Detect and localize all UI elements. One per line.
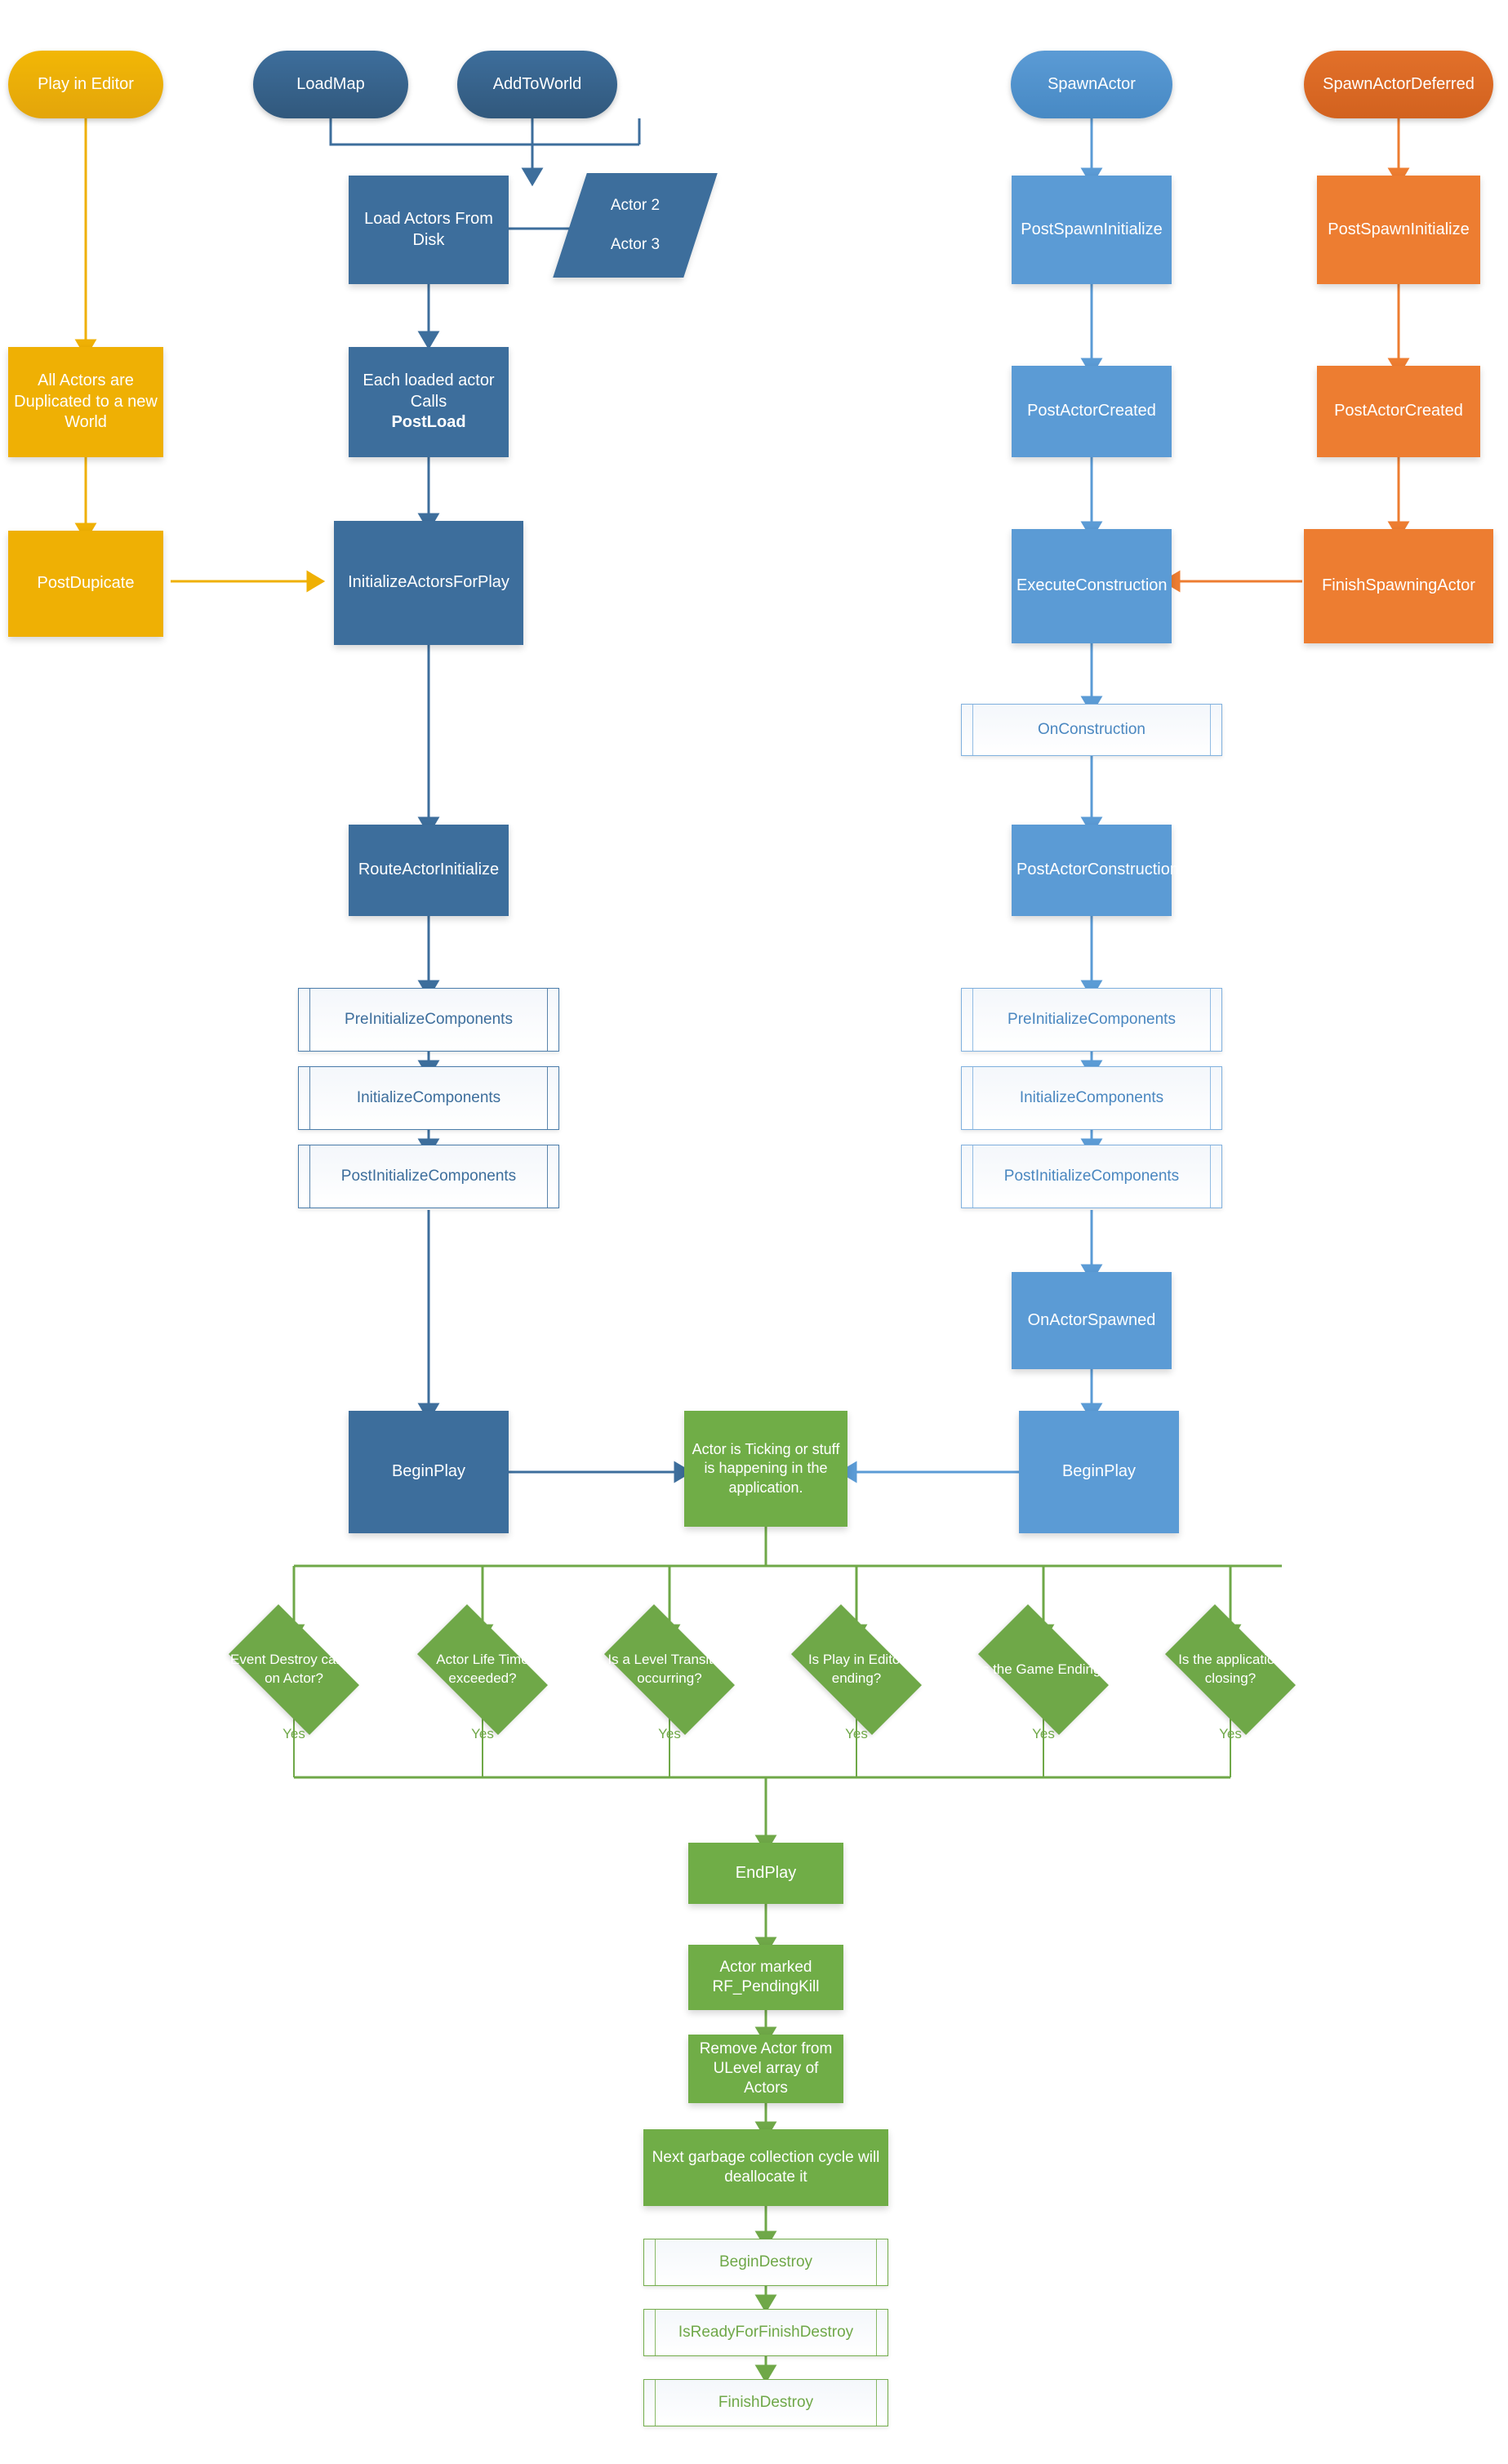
yes-label-event-destroy: Yes — [282, 1726, 305, 1741]
process-end-play[interactable]: EndPlay — [688, 1843, 843, 1904]
process-post-dupicate[interactable]: PostDupicate — [8, 531, 163, 637]
process-post-spawn-initialize-orange-label: PostSpawnInitialize — [1328, 220, 1470, 238]
start-load-map[interactable]: LoadMap — [253, 51, 408, 118]
process-each-loaded-actor-postload-label: Each loaded actor Calls PostLoad — [354, 371, 504, 434]
start-load-map-label: LoadMap — [296, 74, 365, 93]
process-finish-spawning-actor-label: FinishSpawningActor — [1322, 576, 1475, 595]
process-initialize-actors-for-play[interactable]: InitializeActorsForPlay — [334, 521, 523, 645]
predefined-post-initialize-components-right-label: PostInitializeComponents — [1003, 1167, 1180, 1185]
start-spawn-actor-deferred[interactable]: SpawnActorDeferred — [1304, 51, 1493, 118]
predefined-is-ready-for-finish-destroy[interactable]: IsReadyForFinishDestroy — [643, 2309, 888, 2356]
decision-play-in-editor-ending-label: Is Play in Editor ending? — [807, 1652, 905, 1686]
decision-level-transition-label: Is a Level Transition occurring? — [607, 1652, 732, 1686]
predefined-pre-initialize-components-right[interactable]: PreInitializeComponents — [961, 988, 1222, 1052]
actor-list-line-4: … — [627, 275, 643, 293]
predefined-post-initialize-components-left-label: PostInitializeComponents — [340, 1167, 517, 1185]
process-all-actors-duplicated-label: All Actors are Duplicated to a new World — [14, 371, 158, 432]
predefined-begin-destroy[interactable]: BeginDestroy — [643, 2239, 888, 2286]
start-add-to-world-label: AddToWorld — [492, 74, 582, 93]
process-post-actor-created-orange[interactable]: PostActorCreated — [1317, 366, 1480, 457]
process-finish-spawning-actor[interactable]: FinishSpawningActor — [1304, 529, 1493, 643]
postload-prefix: Each loaded actor Calls — [363, 371, 495, 411]
decision-application-closing-label: Is the application closing? — [1178, 1652, 1283, 1686]
actor-list-line-1: Actor 1 — [610, 156, 661, 174]
process-execute-construction-label: ExecuteConstruction — [1016, 576, 1168, 595]
predefined-on-construction[interactable]: OnConstruction — [961, 704, 1222, 756]
predefined-finish-destroy-label: FinishDestroy — [718, 2393, 814, 2411]
predefined-post-initialize-components-left[interactable]: PostInitializeComponents — [298, 1145, 559, 1208]
process-post-actor-created-blue[interactable]: PostActorCreated — [1012, 366, 1172, 457]
process-next-gc-cycle-label: Next garbage collection cycle will deall… — [652, 2148, 880, 2186]
process-actor-marked-pendingkill-label: Actor marked RF_PendingKill — [712, 1958, 820, 1995]
predefined-initialize-components-right[interactable]: InitializeComponents — [961, 1066, 1222, 1130]
yes-label-play-in-editor-ending: Yes — [845, 1726, 868, 1741]
process-remove-actor-from-ulevel[interactable]: Remove Actor from ULevel array of Actors — [688, 2035, 843, 2103]
start-play-in-editor-label: Play in Editor — [38, 74, 134, 93]
process-begin-play-right-label: BeginPlay — [1061, 1462, 1137, 1481]
decision-game-ending[interactable]: Is the Game Ending? — [963, 1604, 1124, 1735]
process-actor-is-ticking-label: Actor is Ticking or stuff is happening i… — [692, 1441, 840, 1496]
process-execute-construction[interactable]: ExecuteConstruction — [1012, 529, 1172, 643]
decision-actor-life-time[interactable]: Actor Life Time exceeded? — [402, 1604, 563, 1735]
process-initialize-actors-for-play-label: InitializeActorsForPlay — [348, 573, 509, 592]
start-spawn-actor[interactable]: SpawnActor — [1011, 51, 1172, 118]
process-post-spawn-initialize-orange[interactable]: PostSpawnInitialize — [1317, 176, 1480, 284]
yes-label-actor-life-time: Yes — [471, 1726, 494, 1741]
predefined-pre-initialize-components-left-label: PreInitializeComponents — [345, 1010, 513, 1028]
process-remove-actor-from-ulevel-label: Remove Actor from ULevel array of Actors — [699, 2039, 833, 2097]
process-post-dupicate-label: PostDupicate — [37, 574, 135, 593]
process-post-actor-construction-label: PostActorConstruction — [1016, 861, 1179, 879]
predefined-pre-initialize-components-right-label: PreInitializeComponents — [1008, 1010, 1176, 1028]
predefined-post-initialize-components-right[interactable]: PostInitializeComponents — [961, 1145, 1222, 1208]
process-end-play-label: EndPlay — [735, 1863, 797, 1882]
predefined-on-construction-label: OnConstruction — [1037, 720, 1145, 738]
process-post-actor-created-blue-label: PostActorCreated — [1027, 402, 1156, 420]
decision-application-closing[interactable]: Is the application closing? — [1150, 1604, 1311, 1735]
postload-bold: PostLoad — [391, 413, 466, 432]
process-load-actors-from-disk[interactable]: Load Actors From Disk — [349, 176, 509, 284]
decision-game-ending-label: Is the Game Ending? — [978, 1661, 1109, 1677]
yes-label-level-transition: Yes — [658, 1726, 681, 1741]
process-begin-play-left-label: BeginPlay — [391, 1462, 466, 1481]
predefined-initialize-components-left[interactable]: InitializeComponents — [298, 1066, 559, 1130]
predefined-finish-destroy[interactable]: FinishDestroy — [643, 2379, 888, 2426]
data-actor-list[interactable]: Actor 1 Actor 2 Actor 3 … — [553, 157, 718, 293]
process-begin-play-left[interactable]: BeginPlay — [349, 1411, 509, 1533]
yes-label-game-ending: Yes — [1032, 1726, 1055, 1741]
predefined-begin-destroy-label: BeginDestroy — [718, 2253, 813, 2271]
process-route-actor-initialize-label: RouteActorInitialize — [358, 861, 500, 879]
process-actor-marked-pendingkill[interactable]: Actor marked RF_PendingKill — [688, 1945, 843, 2010]
start-spawn-actor-label: SpawnActor — [1048, 74, 1136, 93]
predefined-pre-initialize-components-left[interactable]: PreInitializeComponents — [298, 988, 559, 1052]
process-post-spawn-initialize-blue-label: PostSpawnInitialize — [1021, 220, 1163, 238]
decision-actor-life-time-label: Actor Life Time exceeded? — [436, 1652, 529, 1686]
start-add-to-world[interactable]: AddToWorld — [457, 51, 617, 118]
decision-play-in-editor-ending[interactable]: Is Play in Editor ending? — [776, 1604, 937, 1735]
actor-list-line-2: Actor 2 — [610, 196, 661, 214]
start-spawn-actor-deferred-label: SpawnActorDeferred — [1323, 74, 1475, 93]
process-route-actor-initialize[interactable]: RouteActorInitialize — [349, 825, 509, 916]
predefined-initialize-components-right-label: InitializeComponents — [1019, 1088, 1164, 1106]
process-post-actor-created-orange-label: PostActorCreated — [1334, 402, 1463, 420]
process-begin-play-right[interactable]: BeginPlay — [1019, 1411, 1179, 1533]
process-on-actor-spawned[interactable]: OnActorSpawned — [1012, 1272, 1172, 1369]
process-post-spawn-initialize-blue[interactable]: PostSpawnInitialize — [1012, 176, 1172, 284]
predefined-is-ready-for-finish-destroy-label: IsReadyForFinishDestroy — [678, 2323, 854, 2341]
yes-label-application-closing: Yes — [1219, 1726, 1242, 1741]
process-actor-is-ticking[interactable]: Actor is Ticking or stuff is happening i… — [684, 1411, 847, 1527]
process-next-gc-cycle[interactable]: Next garbage collection cycle will deall… — [643, 2129, 888, 2206]
data-actor-list-label: Actor 1 Actor 2 Actor 3 … — [575, 156, 696, 295]
predefined-initialize-components-left-label: InitializeComponents — [356, 1088, 501, 1106]
process-post-actor-construction[interactable]: PostActorConstruction — [1012, 825, 1179, 916]
start-play-in-editor[interactable]: Play in Editor — [8, 51, 163, 118]
decision-event-destroy-label: Event Destroy called on Actor? — [230, 1652, 358, 1686]
actor-list-line-3: Actor 3 — [610, 236, 661, 254]
process-each-loaded-actor-postload[interactable]: Each loaded actor Calls PostLoad — [349, 347, 509, 457]
process-load-actors-from-disk-label: Load Actors From Disk — [364, 209, 493, 249]
process-all-actors-duplicated[interactable]: All Actors are Duplicated to a new World — [8, 347, 163, 457]
decision-level-transition[interactable]: Is a Level Transition occurring? — [589, 1604, 750, 1735]
decision-event-destroy[interactable]: Event Destroy called on Actor? — [213, 1604, 375, 1735]
process-on-actor-spawned-label: OnActorSpawned — [1027, 1310, 1156, 1329]
